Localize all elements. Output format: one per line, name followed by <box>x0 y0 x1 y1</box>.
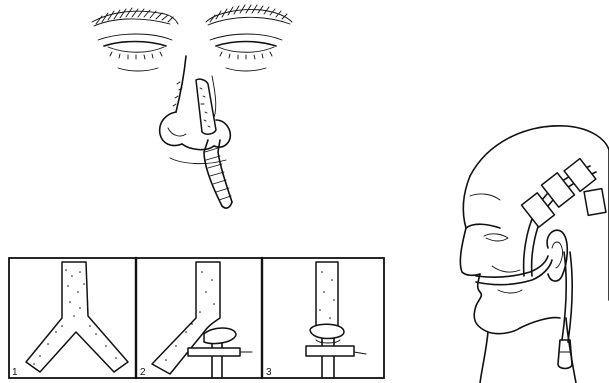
wrap-loop-3 <box>310 324 344 338</box>
tube-down-b <box>568 252 572 342</box>
left-eyebrow <box>92 8 178 26</box>
ear-inner <box>552 242 563 268</box>
cannula-lower <box>476 260 552 285</box>
eye <box>484 234 508 241</box>
neck-front <box>480 332 488 383</box>
right-eyebrow <box>206 5 292 25</box>
tape-strip-3 <box>316 262 338 326</box>
scalp-tape-4 <box>584 189 606 216</box>
scalp-tape-1 <box>522 193 555 227</box>
cannula-upper <box>476 256 548 277</box>
forehead <box>463 176 470 228</box>
chin <box>474 306 520 334</box>
right-cheek-line <box>226 68 266 71</box>
nose-tape <box>196 79 216 134</box>
left-eye <box>98 34 172 59</box>
scalp-tapes <box>522 159 606 228</box>
head-with-cannula <box>460 126 609 383</box>
face-with-nasal-tube <box>92 5 292 208</box>
upper-lip-line <box>170 158 226 164</box>
nose-profile <box>460 228 480 275</box>
left-cheek-line <box>118 68 158 71</box>
wrap-band-3 <box>306 346 354 356</box>
right-eye <box>210 34 282 59</box>
jaw <box>520 318 560 328</box>
nasal-tube <box>204 140 232 208</box>
tube-connector <box>558 340 572 369</box>
cheek-line <box>492 266 520 272</box>
step-panels: 1 2 <box>9 258 384 378</box>
panel-2-number: 2 <box>140 367 146 378</box>
forehead-line <box>470 194 500 200</box>
panel-3-number: 3 <box>266 367 272 378</box>
tube-down-a <box>562 252 566 340</box>
nose <box>160 56 231 150</box>
mouth-line <box>498 290 522 293</box>
lips <box>476 274 481 306</box>
wrap-band-2 <box>188 348 240 356</box>
brow <box>466 224 500 228</box>
panel-1-number: 1 <box>12 367 18 378</box>
